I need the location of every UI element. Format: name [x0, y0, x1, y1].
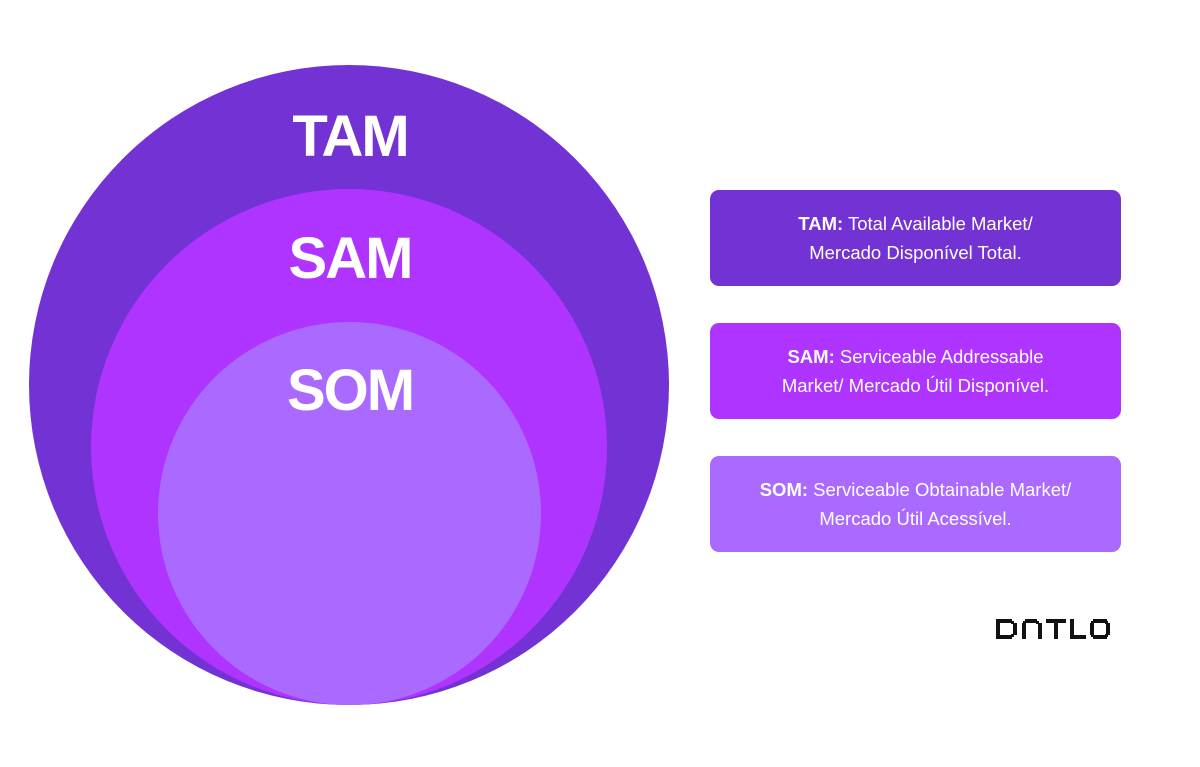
- definition-line1-tam: Total Available Market/: [843, 213, 1033, 234]
- definition-term-tam: TAM:: [798, 213, 844, 234]
- circle-label-som: SOM: [286, 358, 415, 423]
- definition-text-som: SOM: Serviceable Obtainable Market/ Merc…: [760, 475, 1072, 533]
- definition-box-sam: SAM: Serviceable Addressable Market/ Mer…: [710, 323, 1121, 419]
- definition-line1-som: Serviceable Obtainable Market/: [808, 479, 1072, 500]
- definition-line1-sam: Serviceable Addressable: [834, 346, 1044, 367]
- definition-line2-sam: Market/ Mercado Útil Disponível.: [781, 375, 1050, 396]
- circle-label-sam: SAM: [288, 226, 414, 291]
- definition-text-tam: TAM: Total Available Market/ Mercado Dis…: [798, 209, 1032, 267]
- circle-label-tam: TAM: [292, 104, 409, 169]
- definition-term-sam: SAM:: [787, 346, 835, 367]
- datlo-logo: [996, 619, 1110, 639]
- circle-som: [158, 322, 541, 705]
- definition-line2-som: Mercado Útil Acessível.: [819, 508, 1012, 529]
- definition-term-som: SOM:: [759, 479, 809, 500]
- definition-line2-tam: Mercado Disponível Total.: [809, 242, 1022, 263]
- definition-box-tam: TAM: Total Available Market/ Mercado Dis…: [710, 190, 1121, 286]
- definition-text-sam: SAM: Serviceable Addressable Market/ Mer…: [782, 342, 1049, 400]
- definition-box-som: SOM: Serviceable Obtainable Market/ Merc…: [710, 456, 1121, 552]
